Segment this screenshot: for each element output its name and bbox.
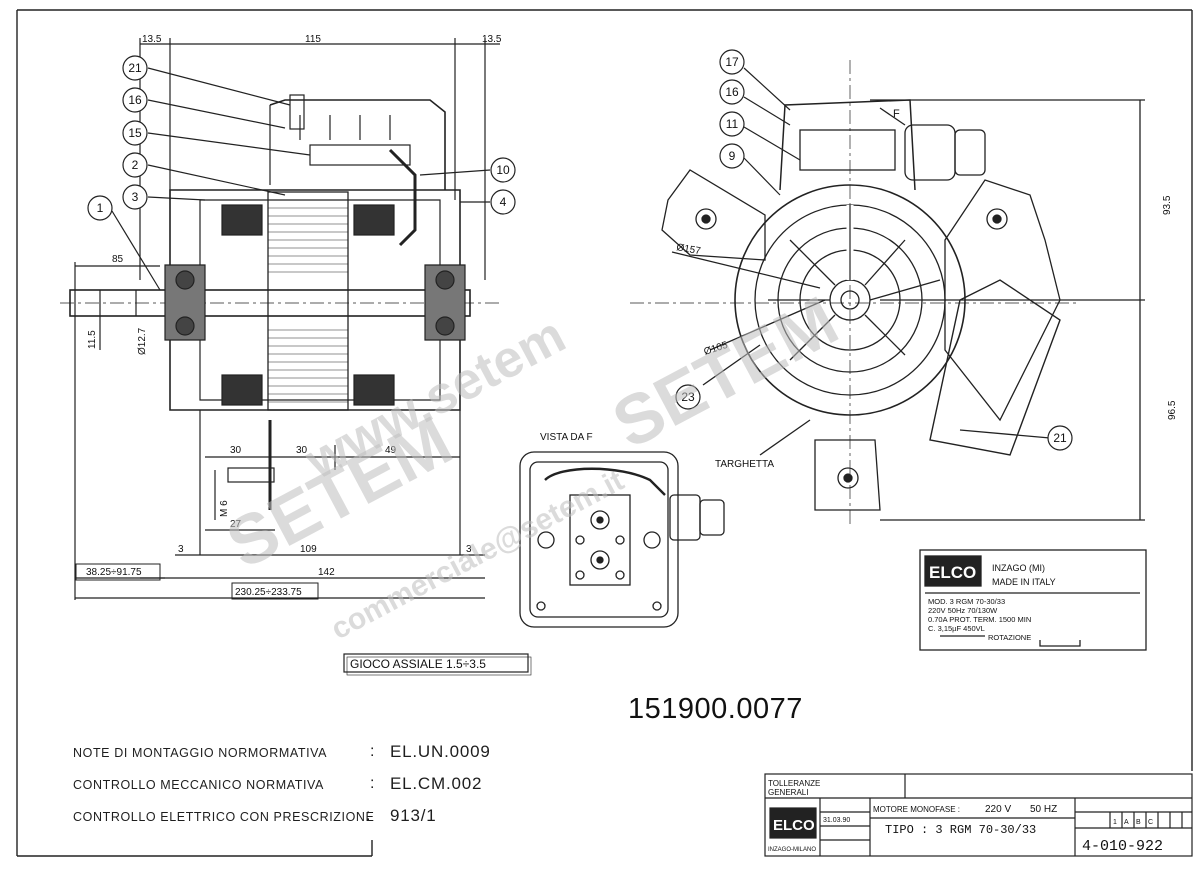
label-targhetta: TARGHETTA: [715, 459, 774, 470]
plate-line1: MOD. 3 RGM 70-30/33: [928, 597, 1005, 606]
dim-3b: 3: [466, 544, 472, 555]
dim-range1: 38.25÷91.75: [86, 567, 142, 578]
note-colon: :: [370, 743, 375, 760]
tb-generali: GENERALI: [768, 788, 808, 797]
nameplate: [919, 549, 1147, 651]
callout-1: 1: [97, 201, 104, 215]
dim-30a: 30: [230, 445, 242, 456]
tb-brand: ELCO: [773, 817, 815, 834]
label-gioco: GIOCO ASSIALE 1.5÷3.5: [350, 657, 486, 671]
callouts-left: [87, 55, 516, 291]
callout-10: 10: [496, 163, 510, 177]
drawing-frame: [16, 9, 1193, 857]
plate-city: INZAGO (MI): [992, 563, 1045, 573]
tb-tolleranze: TOLLERANZE: [768, 779, 820, 788]
tb-date: 31.03.90: [823, 817, 850, 824]
plate-line2: 220V 50Hz 70/130W: [928, 606, 998, 615]
side-section-view: [60, 38, 500, 600]
dim-30b: 30: [296, 445, 308, 456]
tb-code: 4-010-922: [1082, 838, 1163, 855]
dim-142: 142: [318, 567, 335, 578]
tb-col-1: 1: [1113, 819, 1117, 826]
dim-top-left: 13.5: [142, 34, 162, 45]
tb-voltage: 220 V: [985, 804, 1011, 815]
title-block: [764, 773, 1193, 857]
callout-16: 17: [725, 55, 739, 69]
note-label-assembly: NOTE DI MONTAGGIO NORMORMATIVA: [73, 746, 328, 760]
callout-21: 21: [1053, 431, 1067, 445]
dim-range2: 230.25÷233.75: [235, 587, 302, 598]
callouts-right: [675, 49, 1073, 451]
callout-9: 9: [729, 149, 736, 163]
dim-27: 27: [230, 519, 242, 530]
dim-93: 93.5: [1162, 195, 1173, 215]
dim-shaft-len: 85: [112, 254, 124, 265]
dim-m6: M 6: [219, 500, 230, 517]
tb-freq: 50 HZ: [1030, 804, 1057, 815]
callout-11: 11: [726, 117, 739, 131]
plate-made: MADE IN ITALY: [992, 577, 1056, 587]
callout-23: 23: [681, 390, 695, 404]
dim-109: 109: [300, 544, 317, 555]
note-value-mechanical: EL.CM.002: [390, 774, 483, 793]
callout-4: 4: [500, 195, 507, 209]
tb-tipo: TIPO : 3 RGM 70-30/33: [885, 823, 1036, 837]
dim-3a: 3: [178, 544, 184, 555]
tb-col-c: C: [1148, 819, 1153, 826]
dim-top-right: 13.5: [482, 34, 502, 45]
callout-3: 3: [132, 190, 139, 204]
plate-line3: 0.70A PROT. TERM. 1500 MIN: [928, 615, 1031, 624]
tb-city: INZAGO-MILANO: [768, 847, 816, 853]
note-label-mechanical: CONTROLLO MECCANICO NORMATIVA: [73, 778, 324, 792]
note-value-electrical: 913/1: [390, 806, 437, 825]
dim-96: 96.5: [1167, 400, 1178, 420]
label-vista: VISTA DA F: [540, 432, 593, 443]
callout-15: 16: [725, 85, 739, 99]
watermark-line2b: SETEM: [600, 281, 850, 463]
plate-line5: ROTAZIONE: [988, 633, 1031, 642]
dim-49: 49: [385, 445, 397, 456]
terminal-box-view: [519, 451, 725, 628]
callout-12: 15: [128, 126, 142, 140]
callout-17: 21: [128, 61, 142, 75]
dim-shaft-dia: Ø12.7: [137, 327, 148, 355]
note-label-electrical: CONTROLLO ELETTRICO CON PRESCRIZIONE: [73, 810, 375, 824]
note-colon: :: [366, 807, 371, 824]
drawing-number: 151900.0077: [628, 693, 803, 725]
callout-2: 2: [132, 158, 139, 172]
note-colon: :: [370, 775, 375, 792]
plate-brand: ELCO: [929, 563, 976, 582]
note-value-assembly: EL.UN.0009: [390, 742, 491, 761]
tb-motore: MOTORE MONOFASE :: [873, 805, 960, 814]
callout-13: 16: [128, 93, 142, 107]
dim-top-mid: 115: [305, 34, 321, 45]
dim-157: Ø157: [675, 242, 701, 257]
dim-shaft-off: 11.5: [87, 330, 98, 349]
label-f: F: [893, 108, 900, 120]
front-view: [630, 60, 1145, 525]
tb-col-a: A: [1124, 819, 1129, 826]
tb-col-b: B: [1136, 819, 1141, 826]
plate-line4: C. 3,15µF 450VL: [928, 624, 985, 633]
